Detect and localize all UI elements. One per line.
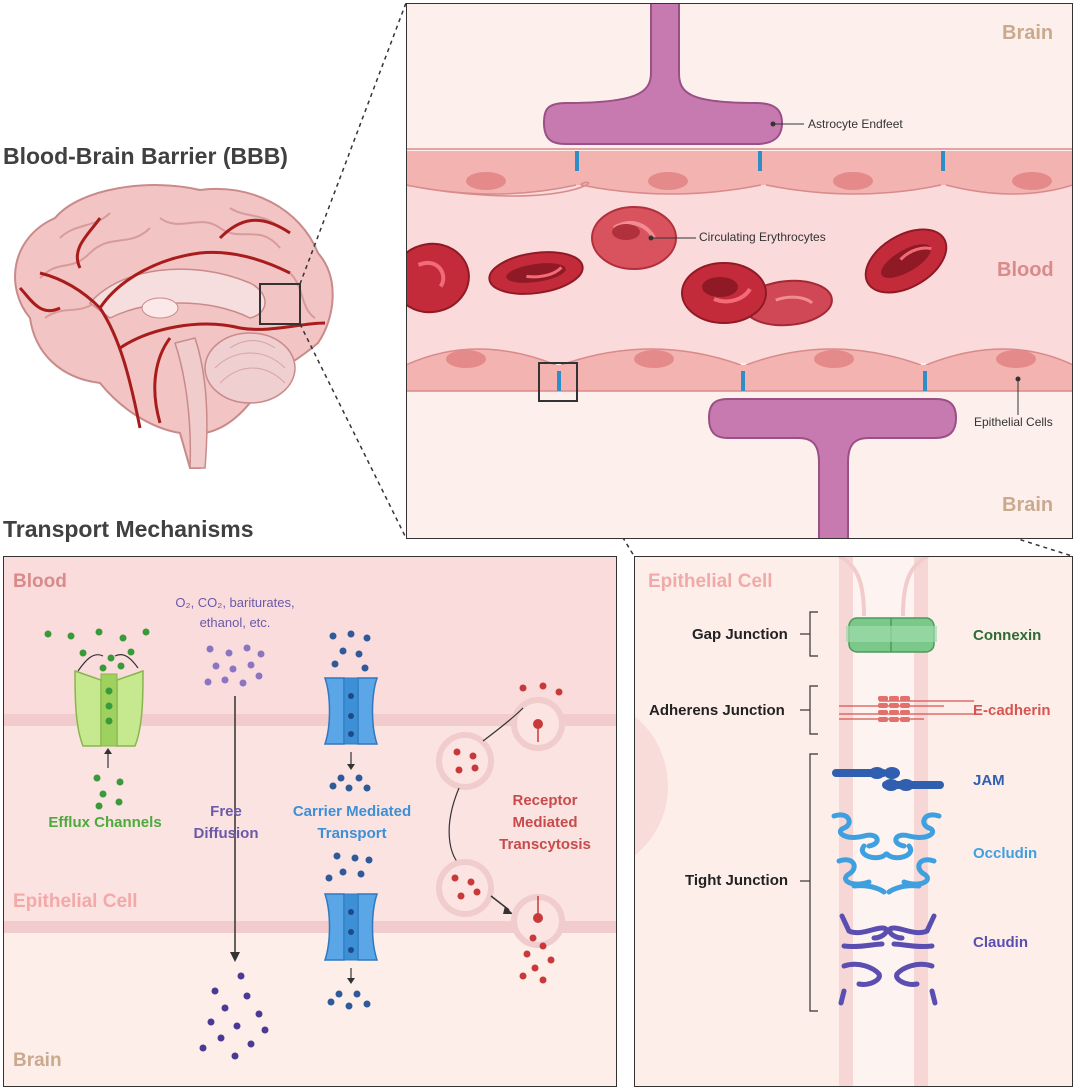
free-diffusion-line1: Free: [210, 803, 242, 820]
claudin-label: Claudin: [973, 934, 1028, 951]
ecadherin-protein: [839, 696, 974, 722]
carrier-mediated-line2: Transport: [317, 825, 387, 842]
zoom-brain-top-label: Brain: [1002, 22, 1054, 44]
receptor-mediated-label: Receptor Mediated Transcytosis: [490, 790, 600, 856]
zoom-blood-label: Blood: [997, 259, 1054, 281]
erythrocytes: [406, 206, 1021, 415]
adherens-junction-label: Adherens Junction: [649, 702, 785, 719]
free-diffusion: [199, 644, 269, 1060]
receptor-line3: Transcytosis: [499, 836, 591, 853]
bbb-title: Blood-Brain Barrier (BBB): [3, 143, 288, 169]
transport-title: Transport Mechanisms: [3, 516, 254, 542]
brain-illustration: [14, 184, 334, 469]
free-diffusion-line2: Diffusion: [193, 825, 259, 842]
transport-epithelial-label: Epithelial Cell: [13, 891, 138, 912]
carrier-mediated-line1: Carrier Mediated: [292, 803, 412, 820]
astrocyte-label: Astrocyte Endfeet: [808, 117, 903, 131]
efflux-channels-label: Efflux Channels: [48, 814, 162, 831]
brainstem: [174, 337, 208, 469]
ecadherin-label: E-cadherin: [973, 702, 1051, 719]
receptor-transcytosis: [436, 682, 565, 984]
connexin-label: Connexin: [973, 627, 1042, 644]
brain-vessels: [18, 217, 326, 429]
claudin-protein: [838, 913, 938, 1006]
top-epithelial-layer: [406, 148, 1073, 197]
diffusion-molecules-line1: O₂, CO₂, bariturates,: [175, 595, 295, 610]
transport-blood-label: Blood: [13, 571, 67, 592]
carrier-mediated-label: Carrier Mediated Transport: [280, 801, 424, 845]
zoom-brain-bottom-label: Brain: [1002, 494, 1054, 516]
bottom-epithelial-layer: [406, 348, 1073, 402]
free-diffusion-label: Free Diffusion: [186, 801, 266, 845]
receptor-line1: Receptor: [512, 792, 578, 809]
occludin-protein: [831, 812, 942, 895]
junction-zoom-box: [538, 362, 578, 402]
connexin-protein: [846, 617, 937, 653]
diffusion-molecules: O₂, CO₂, bariturates, ethanol, etc.: [160, 593, 310, 633]
epithelial-cells-label: Epithelial Cells: [974, 415, 1053, 429]
diffusion-molecules-line2: ethanol, etc.: [199, 615, 271, 630]
junction-panel-title: Epithelial Cell: [648, 571, 773, 592]
efflux-channel: [44, 628, 150, 810]
jam-protein: [832, 767, 944, 791]
receptor-line2: Mediated: [512, 814, 578, 831]
junction-panel: [634, 556, 1073, 1087]
jam-label: JAM: [973, 772, 1005, 789]
transport-panel: [3, 556, 617, 1087]
junction-brackets: [800, 611, 818, 1012]
astrocyte-endfoot-top: [542, 3, 804, 145]
occludin-label: Occludin: [973, 845, 1038, 862]
tight-junction-label: Tight Junction: [685, 872, 789, 889]
carrier-mediated: [323, 630, 379, 1010]
astrocyte-endfoot-bottom: [707, 398, 958, 539]
gap-junction-label: Gap Junction: [692, 626, 788, 643]
erythrocytes-label: Circulating Erythrocytes: [699, 230, 826, 244]
transport-brain-label: Brain: [13, 1050, 62, 1071]
bbb-zoom-panel: [406, 3, 1073, 539]
brain-zoom-box: [259, 283, 301, 325]
